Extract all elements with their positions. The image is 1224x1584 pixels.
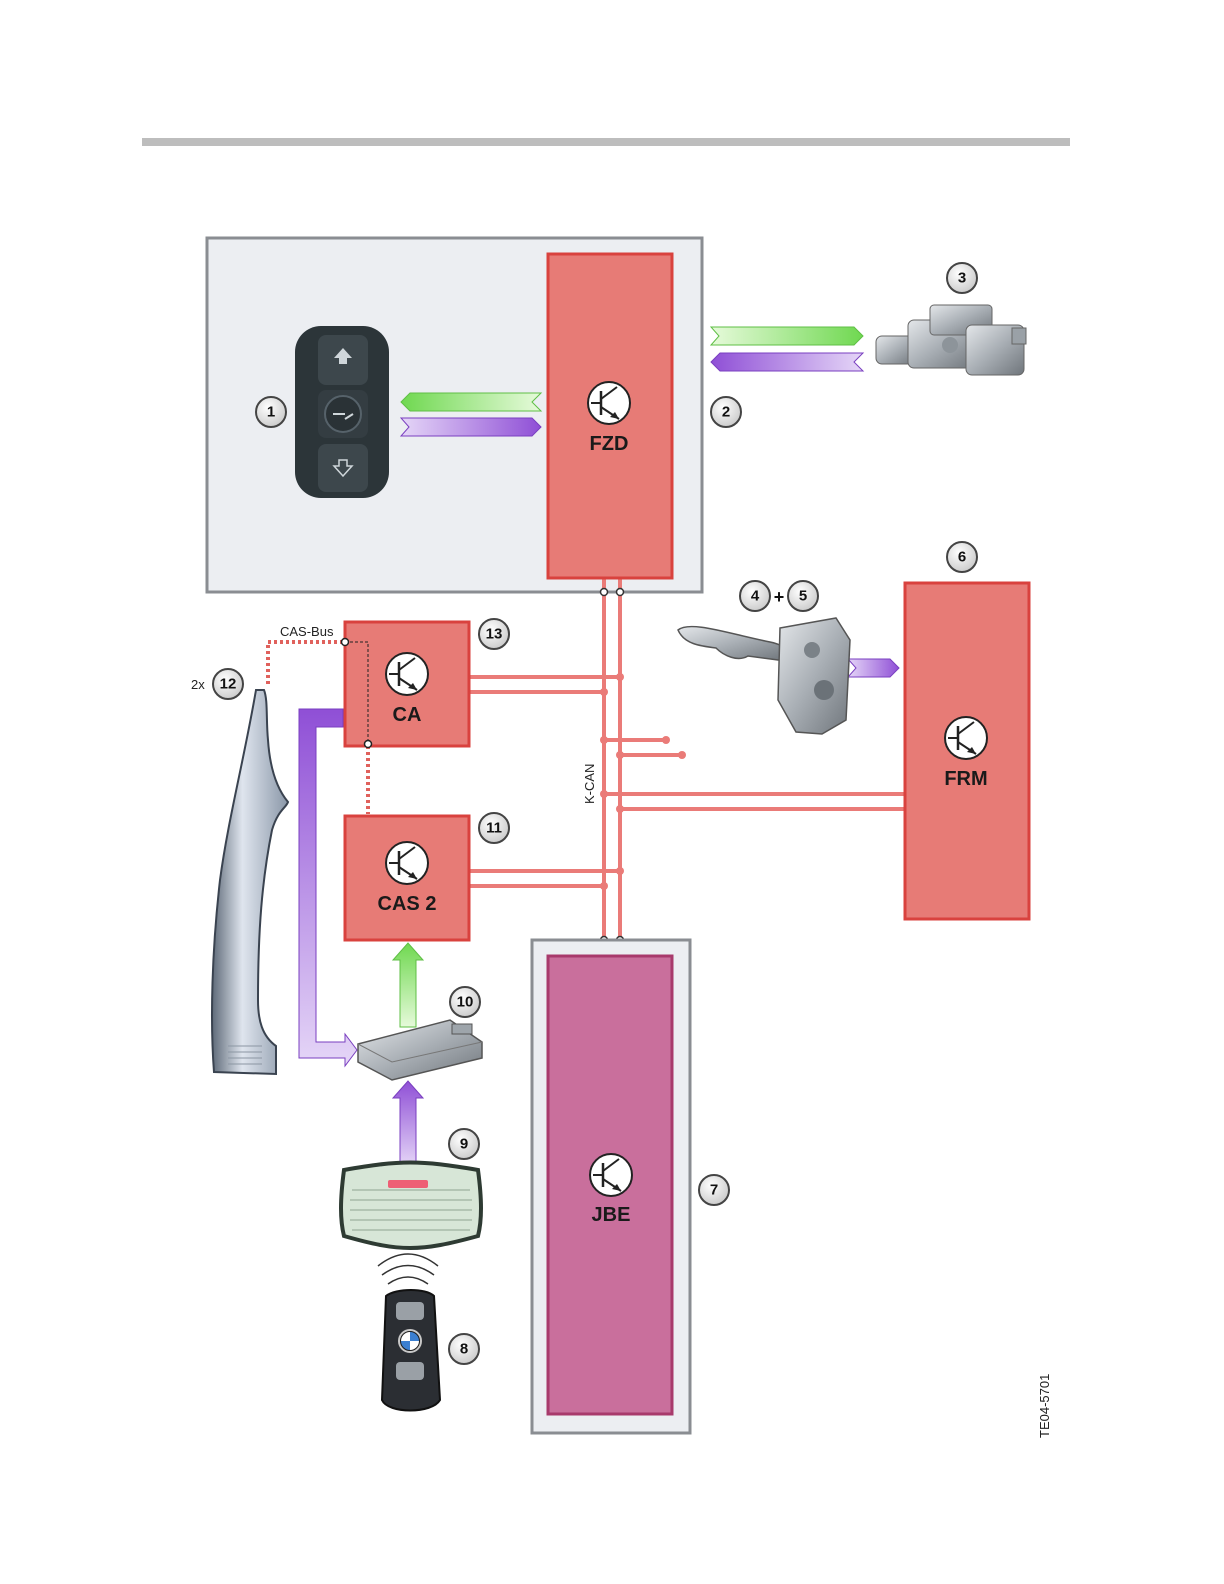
- cas2-label: CAS 2: [378, 893, 437, 915]
- callout-5: 5: [788, 581, 818, 611]
- callout-number: 12: [220, 676, 237, 693]
- callout-number: 7: [710, 1182, 718, 1199]
- plus-sign: +: [774, 587, 785, 607]
- sunroof-switch: [295, 326, 389, 498]
- callout-number: 5: [799, 588, 807, 605]
- callout-number: 8: [460, 1341, 468, 1358]
- fzd-label: FZD: [590, 433, 629, 455]
- radio-waves-icon: [378, 1254, 438, 1284]
- callout-2: 2: [711, 397, 741, 427]
- k-can-label: K-CAN: [582, 764, 597, 804]
- callout-number: 9: [460, 1136, 468, 1153]
- sunroof-drive-motor: [876, 305, 1026, 375]
- door-handle-and-lock: [678, 618, 850, 734]
- callout-1: 1: [256, 397, 286, 427]
- signal-arrow-purple: [401, 418, 541, 436]
- callout-4: 4: [740, 581, 770, 611]
- transistor-icon: [386, 842, 428, 884]
- bus-junction-dots: [600, 673, 686, 890]
- callout-6: 6: [947, 542, 977, 572]
- key-fob: [382, 1290, 440, 1411]
- signal-arrow-green: [393, 943, 423, 1027]
- callout-number: 11: [486, 820, 502, 837]
- door-handle: [212, 690, 288, 1074]
- jbe-label: JBE: [592, 1204, 631, 1226]
- header-rule: [142, 138, 1070, 146]
- callout-number: 4: [751, 588, 760, 605]
- rear-window: [341, 1163, 481, 1249]
- frm-label: FRM: [944, 768, 987, 790]
- antenna-module: [358, 1020, 482, 1080]
- ca-label: CA: [393, 704, 422, 726]
- transistor-icon: [945, 717, 987, 759]
- callout-number: 6: [958, 549, 966, 566]
- transistor-icon: [386, 653, 428, 695]
- figure-code: TE04-5701: [1037, 1374, 1052, 1438]
- callout-number: 13: [486, 626, 503, 643]
- callout-8: 8: [449, 1334, 479, 1364]
- callout-9: 9: [449, 1129, 479, 1159]
- callout-13: 13: [479, 619, 509, 649]
- callout-10: 10: [450, 987, 480, 1017]
- callout-12: 12: [213, 669, 243, 699]
- signal-arrow-purple: [848, 659, 899, 677]
- signal-arrow-green: [401, 393, 541, 411]
- transistor-icon: [588, 382, 630, 424]
- multiplier-label: 2x: [191, 677, 205, 692]
- signal-arrow-green: [711, 327, 863, 345]
- callout-number: 2: [722, 404, 730, 421]
- callout-number: 3: [958, 270, 966, 287]
- callout-11: 11: [479, 813, 509, 843]
- callout-number: 10: [457, 994, 474, 1011]
- signal-arrow-purple: [711, 353, 863, 371]
- callout-3: 3: [947, 263, 977, 293]
- callout-number: 1: [267, 404, 275, 421]
- cas-bus-label: CAS-Bus: [280, 624, 334, 639]
- callout-7: 7: [699, 1175, 729, 1205]
- signal-arrow-purple: [393, 1081, 423, 1166]
- transistor-icon: [590, 1154, 632, 1196]
